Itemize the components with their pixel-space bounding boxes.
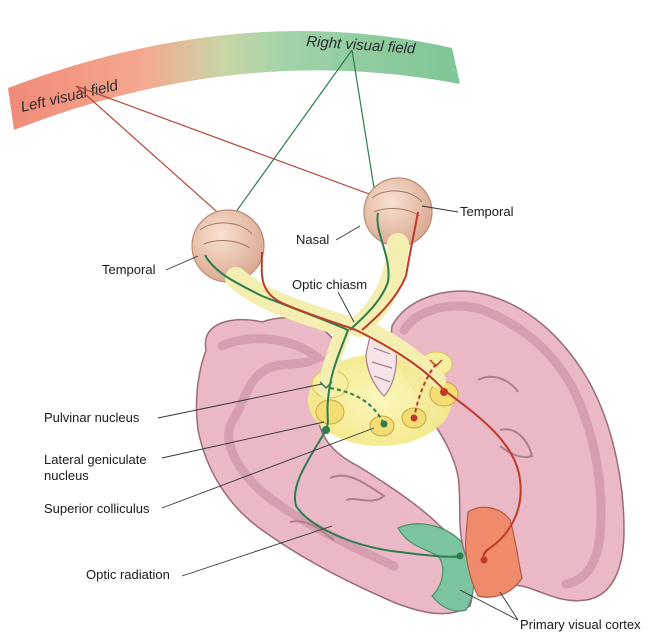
green-pathway <box>204 212 461 558</box>
brain-left-hemisphere <box>195 317 475 615</box>
synapse-markers <box>319 359 488 564</box>
visual-field-arc <box>8 31 460 130</box>
pulvinar-nucleus-label: Pulvinar nucleus <box>44 410 140 425</box>
temporal-right-label: Temporal <box>460 204 514 219</box>
label-leaders <box>157 205 519 621</box>
nasal-label: Nasal <box>296 232 329 247</box>
lgn-label-line2: nucleus <box>44 468 89 483</box>
primary-visual-cortex-label: Primary visual cortex <box>520 617 641 632</box>
superior-colliculus-label: Superior colliculus <box>44 501 150 516</box>
temporal-left-label: Temporal <box>102 262 156 277</box>
optic-radiation-label: Optic radiation <box>86 567 170 582</box>
optic-chiasm-label: Optic chiasm <box>292 277 367 292</box>
red-pathway <box>260 211 522 561</box>
lgn-label-line1: Lateral geniculate <box>44 452 147 467</box>
